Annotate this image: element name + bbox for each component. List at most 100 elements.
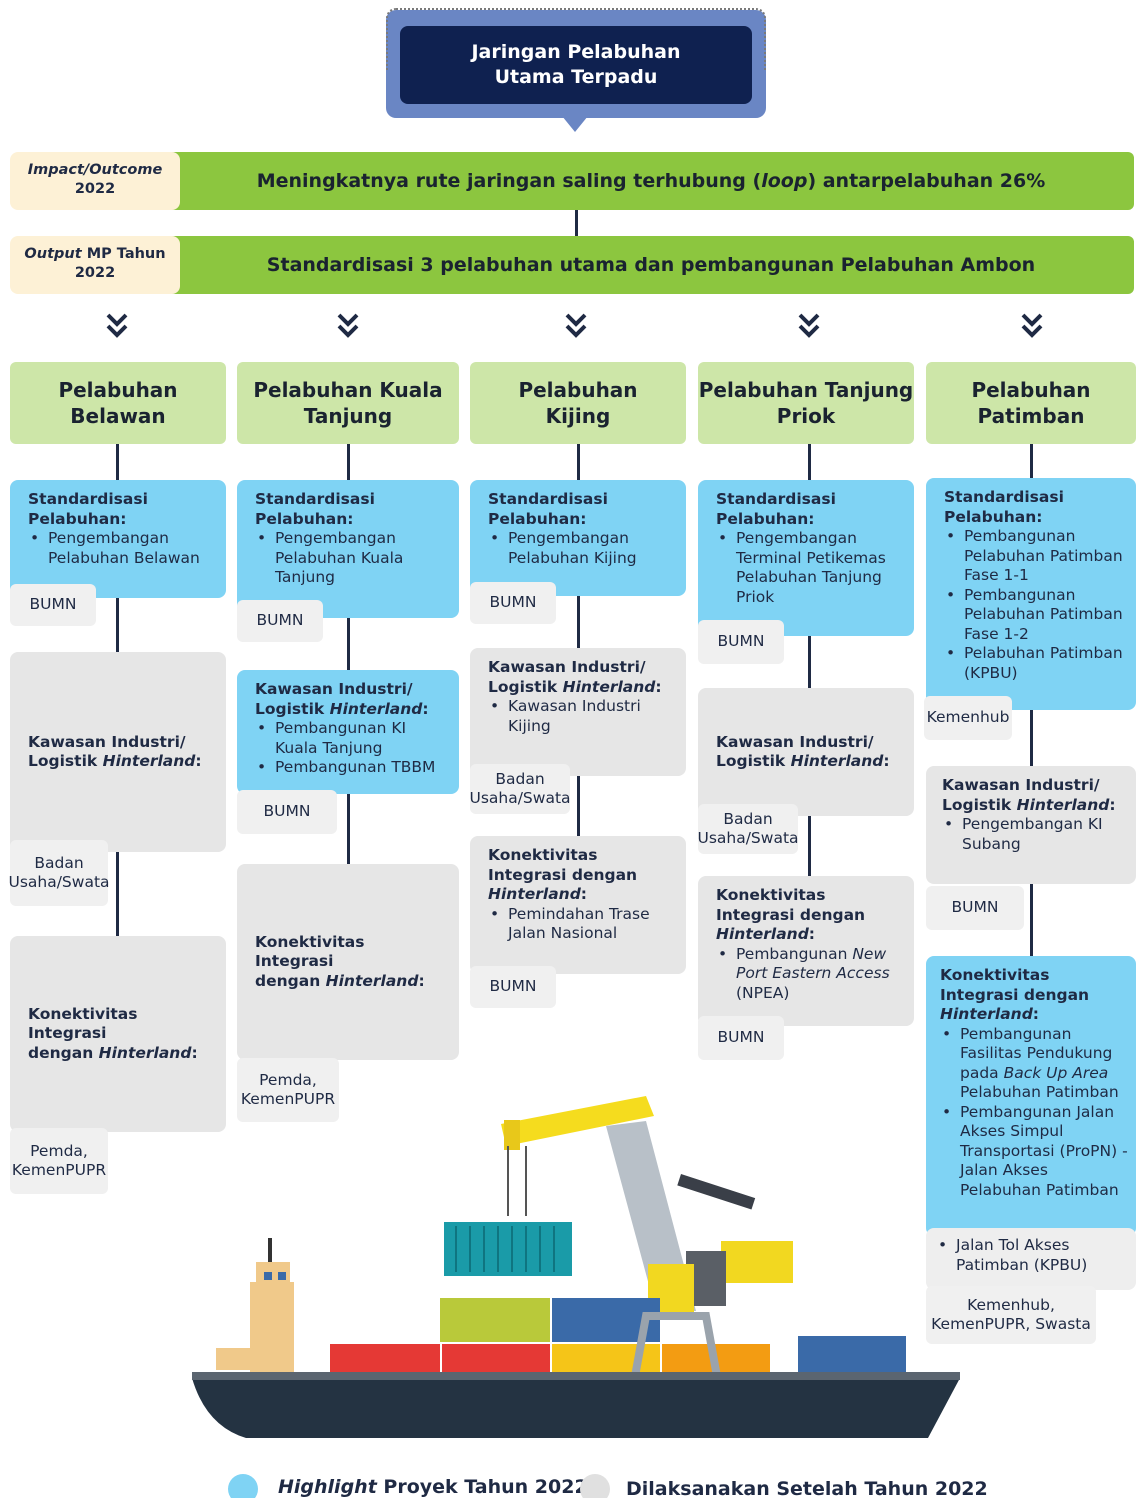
card-heading: Standardisasi: [255, 490, 375, 508]
legend-text: Dilaksanakan Setelah Tahun 2022: [626, 1478, 988, 1498]
tag-text: Pemda,: [30, 1141, 88, 1160]
impact-label-text: Impact/Outcome: [27, 162, 163, 178]
legend-highlight: Highlight Proyek Tahun 2022: [278, 1476, 588, 1498]
port-name: Tanjung: [303, 404, 393, 428]
crane-arm: [606, 1121, 696, 1311]
list-item: Pembangunan Pelabuhan Patimban Fase 1-2: [944, 586, 1126, 645]
konektivitas-card: Konektivitas Integrasi dengan Hinterland…: [926, 956, 1136, 1236]
stakeholder-tag: BUMN: [698, 620, 784, 664]
list-item: Kawasan Industri Kijing: [488, 697, 672, 736]
stakeholder-tag: BUMN: [926, 886, 1024, 930]
list-item: Pengembangan KI Subang: [942, 815, 1126, 854]
card-heading: Hinterland: [716, 925, 809, 943]
legend-text: Highlight: [278, 1476, 377, 1498]
card-heading: Konektivitas: [716, 886, 826, 904]
tag-text: BUMN: [951, 898, 999, 917]
card-heading: :: [883, 752, 890, 770]
stakeholder-tag: BUMN: [470, 582, 556, 624]
card-heading: dengan: [28, 1043, 99, 1062]
connector-line: [575, 210, 578, 236]
tag-text: Pemda,: [259, 1070, 317, 1089]
card-heading: Logistik: [28, 752, 103, 770]
card-heading: :: [195, 752, 202, 770]
port-name: Pelabuhan: [971, 378, 1091, 402]
standardisasi-card: Standardisasi Pelabuhan: Pengembangan Pe…: [237, 480, 459, 618]
stakeholder-tag: BUMN: [470, 966, 556, 1008]
chevron-down-icon: [798, 313, 820, 338]
card-heading: :: [580, 885, 587, 903]
tag-text: BUMN: [256, 611, 304, 630]
tag-text: BUMN: [263, 802, 311, 821]
kawasan-industri-card: Kawasan Industri/ Logistik Hinterland: K…: [470, 648, 686, 776]
impact-text-italic: loop: [761, 170, 808, 192]
stakeholder-tag: Kemenhub,KemenPUPR, Swasta: [926, 1286, 1096, 1344]
card-heading: Logistik: [942, 795, 1017, 814]
port-name: Kijing: [545, 404, 611, 428]
card-heading: Standardisasi: [488, 490, 608, 508]
konektivitas-card: Konektivitas Integrasi dengan Hinterland…: [10, 936, 226, 1132]
standardisasi-card: Standardisasi Pelabuhan: Pengembangan Pe…: [10, 480, 226, 598]
card-heading: Hinterland: [329, 699, 423, 718]
card-heading: Kawasan Industri/: [255, 680, 413, 698]
port-name: Patimban: [977, 404, 1085, 428]
column-line: [347, 444, 350, 864]
stakeholder-tag: BUMN: [10, 584, 96, 626]
title-pointer: [562, 116, 588, 132]
list-item: Pembangunan Jalan Akses Simpul Transport…: [940, 1103, 1128, 1201]
list-item: Pelabuhan Patimban: [960, 1083, 1119, 1101]
tag-text: Usaha/Swata: [8, 873, 110, 891]
chevron-down-icon: [106, 313, 128, 338]
chevron-down-icon: [1021, 313, 1043, 338]
card-heading: Integrasi dengan: [940, 985, 1090, 1004]
output-label-text: MP Tahun: [81, 246, 166, 262]
column-line: [808, 444, 811, 876]
hanging-container: [444, 1222, 572, 1276]
port-name: Pelabuhan: [518, 378, 638, 402]
output-label-italic: Output: [24, 246, 82, 262]
card-heading: Logistik: [488, 677, 563, 696]
card-heading: Integrasi dengan: [488, 865, 638, 884]
port-name: Pelabuhan Kuala: [253, 378, 443, 402]
card-heading: Kawasan Industri/: [942, 776, 1100, 794]
kawasan-industri-card: Kawasan Industri/ Logistik Hinterland: P…: [926, 766, 1136, 884]
card-heading: Kawasan Industri/: [28, 732, 186, 751]
list-item: Pengembangan Pelabuhan Kijing: [488, 529, 672, 568]
konektivitas-card: Konektivitas Integrasi dengan Hinterland…: [698, 876, 914, 1026]
chevron-down-icon: [565, 313, 587, 338]
tag-text: Usaha/Swata: [469, 789, 571, 807]
title-line-2: Utama Terpadu: [494, 66, 658, 88]
list-item: Back Up Area: [1003, 1063, 1109, 1082]
tag-text: Badan: [34, 853, 84, 872]
stakeholder-tag: BUMN: [237, 790, 337, 834]
crane-boom: [501, 1096, 654, 1146]
card-heading: Pelabuhan:: [488, 509, 587, 528]
legend-blue-dot: [228, 1474, 258, 1498]
card-heading: Hinterland: [940, 1005, 1033, 1023]
kawasan-industri-card: Kawasan Industri/ Logistik Hinterland:: [698, 688, 914, 816]
port-name: Priok: [776, 404, 836, 428]
card-heading: :: [418, 971, 425, 990]
port-name: Pelabuhan: [58, 378, 178, 402]
list-item: Pembangunan: [736, 944, 853, 963]
tag-text: Usaha/Swata: [697, 829, 799, 847]
kawasan-industri-card: Kawasan Industri/ Logistik Hinterland:: [10, 652, 226, 852]
tag-text: KemenPUPR, Swasta: [931, 1315, 1091, 1333]
title-line-1: Jaringan Pelabuhan: [471, 41, 681, 63]
output-label: Output MP Tahun 2022: [10, 236, 180, 294]
impact-text: Meningkatnya rute jaringan saling terhub…: [256, 170, 762, 192]
tag-text: BUMN: [29, 595, 77, 614]
card-heading: Konektivitas: [940, 966, 1050, 984]
output-label-year: 2022: [74, 265, 116, 281]
card-heading: Hinterland: [325, 971, 419, 990]
card-heading: Pelabuhan:: [28, 509, 127, 528]
tag-text: Kemenhub,: [967, 1295, 1055, 1314]
legend-later: Dilaksanakan Setelah Tahun 2022: [626, 1478, 988, 1498]
title-dotted-frame: [386, 8, 766, 70]
standardisasi-card: Standardisasi Pelabuhan: Pengembangan Te…: [698, 480, 914, 636]
